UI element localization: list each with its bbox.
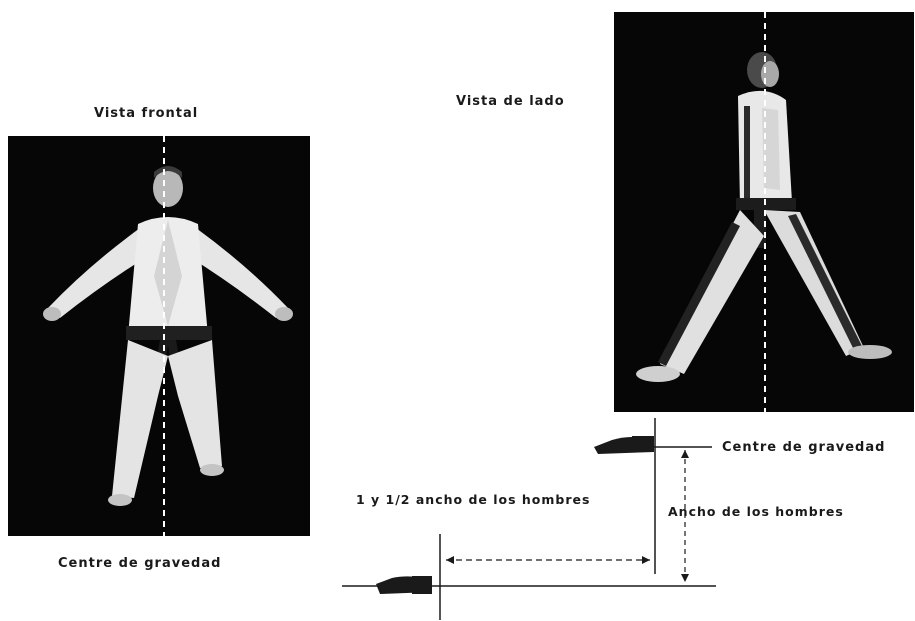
foot-shoulder-width-label: Ancho de los hombres [668,504,844,519]
upper-foot-icon [594,436,654,454]
foot-wide-stance-label: 1 y 1/2 ancho de los hombres [356,492,590,507]
lower-foot-icon [376,576,432,594]
foot-center-label: Centre de gravedad [722,440,885,455]
